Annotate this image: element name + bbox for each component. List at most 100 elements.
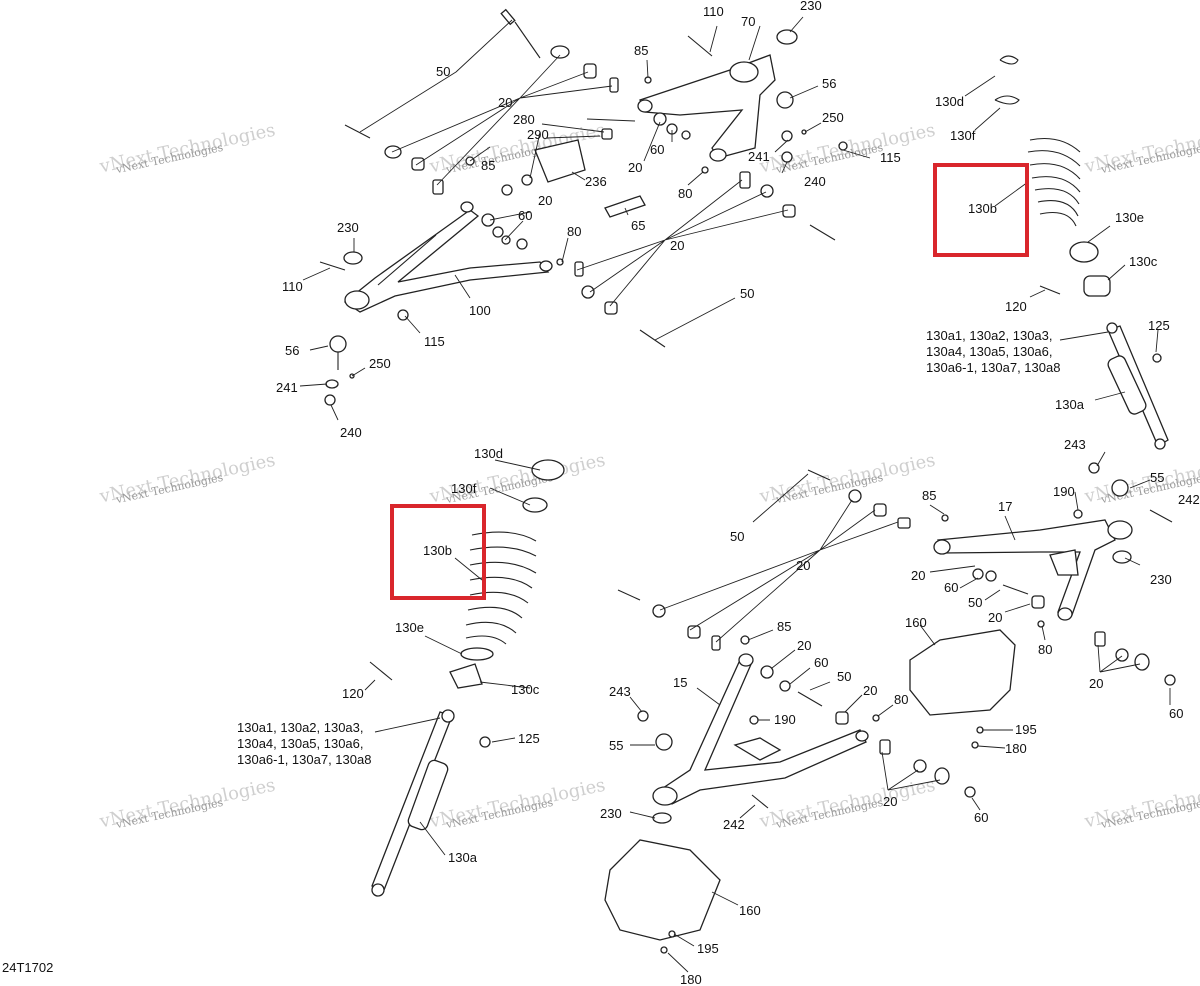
watermark: vNext Technologies vNext Technologies [1082,775,1200,833]
watermark: vNext Technologies vNext Technologies [97,450,277,508]
highlight-box-130b-lower [390,504,486,600]
watermark: vNext Technologies vNext Technologies [427,775,607,833]
spring-lower-left [369,459,565,897]
callout-label: 20 [670,238,684,253]
callout-label: 180 [680,972,702,986]
callout-label: 230 [600,806,622,821]
callout-label: 190 [774,712,796,727]
callout-label: 115 [424,334,445,349]
diagram-code: 24T1702 [2,960,53,975]
callout-label: 130e [395,620,424,635]
callout-label: 20 [538,193,552,208]
callout-label: 160 [905,615,927,630]
callout-label: 250 [369,356,391,371]
callout-label: 195 [1015,722,1037,737]
callout-label: 110 [703,4,724,19]
callout-label: 180 [1005,741,1027,756]
callout-label: 130b [423,543,452,558]
callout-label: 130a4, 130a5, 130a6, [237,736,364,751]
callout-label: 240 [804,174,826,189]
a-arm-upper-middle [637,54,776,162]
callout-labels: 50 110 70 230 85 20 56 250 280 290 20 60… [237,0,1200,986]
callout-label: 115 [880,150,901,165]
callout-label: 50 [740,286,754,301]
watermark: vNext Technologies vNext Technologies [757,120,937,178]
callout-label: 130f [451,481,477,496]
callout-label: 50 [837,669,851,684]
callout-label: 130a6-1, 130a7, 130a8 [237,752,371,767]
callout-label: 20 [628,160,642,175]
callout-label: 60 [518,208,532,223]
callout-label: 80 [894,692,908,707]
callout-label: 130a [1055,397,1085,412]
callout-label: 125 [518,731,540,746]
callout-label: 85 [481,158,495,173]
callout-label: 110 [282,279,303,294]
callout-label: 130a6-1, 130a7, 130a8 [926,360,1060,375]
callout-label: 80 [1038,642,1052,657]
callout-label: 241 [748,149,770,164]
callout-label: 20 [863,683,877,698]
callout-label: 290 [527,127,549,142]
callout-label: 60 [974,810,988,825]
callout-label: 20 [883,794,897,809]
callout-label: 100 [469,303,491,318]
callout-label: 20 [911,568,925,583]
callout-label: 85 [922,488,936,503]
callout-label: 195 [697,941,719,956]
callout-label: 242 [723,817,745,832]
callout-label: 243 [609,684,631,699]
callout-label: 230 [337,220,359,235]
callout-label: 20 [1089,676,1103,691]
callout-label: 60 [944,580,958,595]
callout-label: 17 [998,499,1012,514]
callout-label: 230 [1150,572,1172,587]
skid-plate-upper [909,629,1016,716]
callout-label: 80 [678,186,692,201]
callout-label: 130a1, 130a2, 130a3, [237,720,364,735]
callout-label: 20 [797,638,811,653]
highlight-box-130b-upper [933,163,1029,257]
callout-label: 15 [673,675,687,690]
callout-label: 55 [609,738,623,753]
callout-label: 130b [968,201,997,216]
watermark: vNext Technologies vNext Technologies [757,450,937,508]
callout-label: 120 [342,686,364,701]
callout-label: 130a [448,850,478,865]
callout-label: 125 [1148,318,1170,333]
callout-label: 56 [285,343,299,358]
callout-label: 50 [968,595,982,610]
callout-label: 65 [631,218,645,233]
watermark: vNext Technologies vNext Technologies [1082,120,1200,178]
callout-label: 242 [1178,492,1200,507]
callout-label: 80 [567,224,581,239]
callout-label: 70 [741,14,755,29]
callout-label: 56 [822,76,836,91]
skid-plate-lower [604,839,721,941]
callout-label: 60 [1169,706,1183,721]
callout-label: 50 [436,64,450,79]
callout-label: 130c [1129,254,1158,269]
callout-label: 243 [1064,437,1086,452]
callout-label: 20 [796,558,810,573]
callout-label: 85 [777,619,791,634]
callout-label: 230 [800,0,822,13]
callout-label: 130a4, 130a5, 130a6, [926,344,1053,359]
watermark: vNext Technologies vNext Technologies [97,775,277,833]
a-arm-lower-right [933,519,1133,621]
callout-label: 236 [585,174,607,189]
watermark: vNext Technologies vNext Technologies [427,450,607,508]
callout-label: 250 [822,110,844,125]
callout-label: 60 [650,142,664,157]
callout-label: 240 [340,425,362,440]
watermark: vNext Technologies vNext Technologies [757,775,937,833]
callout-label: 60 [814,655,828,670]
watermark: vNext Technologies vNext Technologies [97,120,277,178]
callout-label: 130c [511,682,540,697]
callout-label: 130f [950,128,976,143]
callout-label: 55 [1150,470,1164,485]
plate-65 [604,195,646,218]
callout-label: 20 [498,95,512,110]
